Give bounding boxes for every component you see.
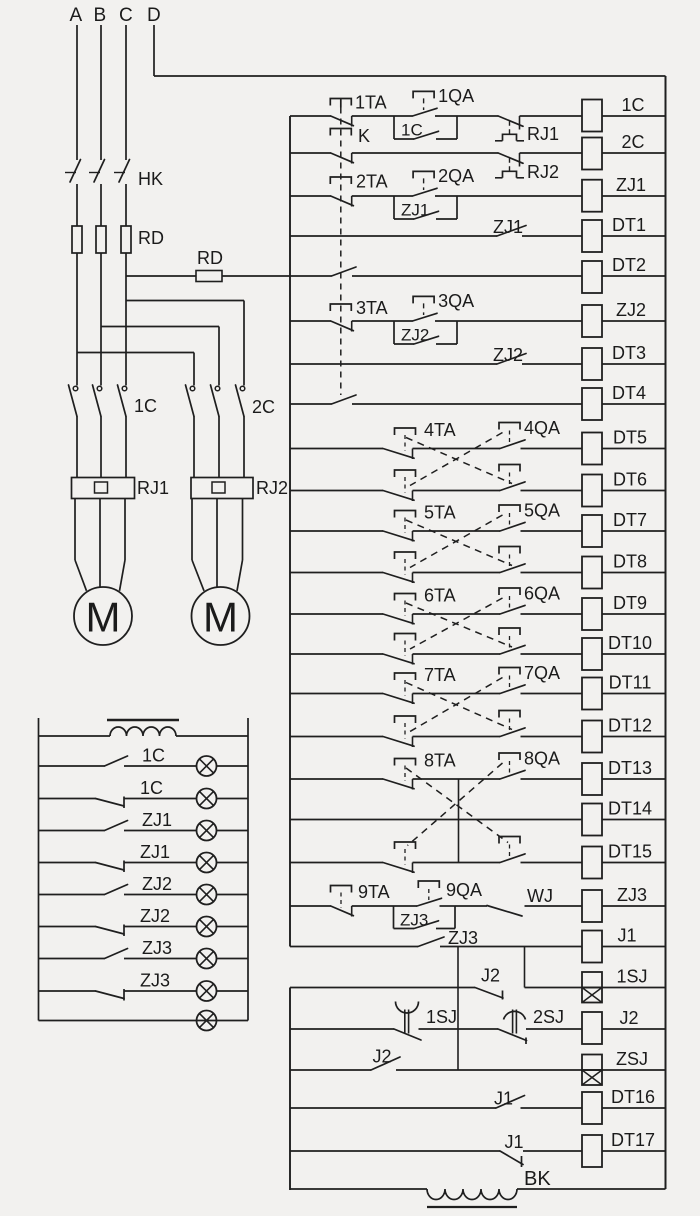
svg-text:DT3: DT3	[612, 343, 646, 363]
svg-text:D: D	[147, 5, 161, 26]
svg-text:2C: 2C	[252, 397, 275, 417]
svg-text:DT14: DT14	[608, 799, 652, 819]
svg-text:WJ: WJ	[527, 886, 553, 906]
svg-text:4QA: 4QA	[524, 418, 560, 438]
svg-text:2QA: 2QA	[438, 166, 474, 186]
svg-text:5TA: 5TA	[424, 503, 456, 523]
svg-text:J1: J1	[617, 926, 636, 946]
svg-text:RJ2: RJ2	[527, 162, 559, 182]
svg-text:DT12: DT12	[608, 716, 652, 736]
svg-text:8QA: 8QA	[524, 749, 560, 769]
svg-text:J2: J2	[373, 1047, 392, 1067]
svg-text:1C: 1C	[142, 746, 165, 766]
svg-text:ZJ2: ZJ2	[493, 345, 523, 365]
svg-text:ZJ1: ZJ1	[493, 217, 523, 237]
svg-text:ZJ1: ZJ1	[401, 201, 429, 220]
svg-text:6TA: 6TA	[424, 586, 456, 606]
svg-text:DT13: DT13	[608, 758, 652, 778]
svg-text:1C: 1C	[401, 121, 423, 140]
svg-text:ZJ1: ZJ1	[140, 842, 170, 862]
svg-text:1SJ: 1SJ	[426, 1007, 457, 1027]
svg-text:ZJ1: ZJ1	[142, 810, 172, 830]
svg-text:M: M	[203, 594, 238, 641]
svg-text:DT9: DT9	[613, 593, 647, 613]
svg-text:9QA: 9QA	[446, 880, 482, 900]
svg-text:1SJ: 1SJ	[616, 967, 647, 987]
svg-text:ZSJ: ZSJ	[616, 1049, 648, 1069]
svg-text:DT16: DT16	[611, 1087, 655, 1107]
svg-text:RJ2: RJ2	[256, 478, 288, 498]
svg-text:DT17: DT17	[611, 1130, 655, 1150]
svg-text:J2: J2	[481, 966, 500, 986]
svg-text:RD: RD	[197, 248, 223, 268]
svg-text:DT1: DT1	[612, 215, 646, 235]
svg-text:ZJ2: ZJ2	[616, 300, 646, 320]
svg-text:1C: 1C	[134, 396, 157, 416]
svg-text:DT10: DT10	[608, 633, 652, 653]
svg-text:3QA: 3QA	[438, 291, 474, 311]
svg-text:ZJ1: ZJ1	[616, 175, 646, 195]
svg-text:B: B	[94, 5, 107, 26]
svg-text:1C: 1C	[140, 778, 163, 798]
svg-text:DT2: DT2	[612, 255, 646, 275]
svg-text:RD: RD	[138, 228, 164, 248]
svg-text:1C: 1C	[621, 95, 644, 115]
svg-text:2TA: 2TA	[356, 172, 388, 192]
svg-text:J2: J2	[619, 1008, 638, 1028]
svg-text:RJ1: RJ1	[527, 124, 559, 144]
svg-text:DT4: DT4	[612, 383, 646, 403]
svg-text:DT11: DT11	[609, 673, 652, 693]
svg-text:DT8: DT8	[613, 552, 647, 572]
svg-text:1QA: 1QA	[438, 86, 474, 106]
svg-text:ZJ2: ZJ2	[401, 326, 429, 345]
svg-text:J1: J1	[505, 1132, 524, 1152]
svg-text:1TA: 1TA	[355, 93, 387, 113]
svg-text:9TA: 9TA	[358, 882, 390, 902]
svg-text:K: K	[358, 126, 370, 146]
svg-text:6QA: 6QA	[524, 584, 560, 604]
svg-text:5QA: 5QA	[524, 501, 560, 521]
svg-text:ZJ3: ZJ3	[617, 885, 647, 905]
svg-text:DT5: DT5	[613, 428, 647, 448]
svg-text:C: C	[119, 5, 133, 26]
svg-text:ZJ3: ZJ3	[400, 911, 428, 930]
svg-text:HK: HK	[138, 169, 163, 189]
svg-text:3TA: 3TA	[356, 298, 388, 318]
svg-text:ZJ3: ZJ3	[142, 938, 172, 958]
svg-text:RJ1: RJ1	[137, 478, 169, 498]
svg-text:M: M	[86, 594, 121, 641]
svg-text:8TA: 8TA	[424, 751, 456, 771]
svg-text:4TA: 4TA	[424, 420, 456, 440]
svg-text:DT7: DT7	[613, 510, 647, 530]
svg-text:7TA: 7TA	[424, 665, 456, 685]
svg-text:ZJ2: ZJ2	[140, 906, 170, 926]
svg-text:7QA: 7QA	[524, 663, 560, 683]
svg-text:ZJ3: ZJ3	[448, 928, 478, 948]
svg-text:2SJ: 2SJ	[533, 1007, 564, 1027]
svg-text:A: A	[70, 5, 83, 26]
svg-text:2C: 2C	[621, 132, 644, 152]
svg-text:DT15: DT15	[608, 842, 652, 862]
svg-text:J1: J1	[494, 1089, 513, 1109]
svg-text:DT6: DT6	[613, 470, 647, 490]
svg-text:ZJ2: ZJ2	[142, 874, 172, 894]
svg-text:BK: BK	[524, 1168, 551, 1190]
svg-text:ZJ3: ZJ3	[140, 971, 170, 991]
